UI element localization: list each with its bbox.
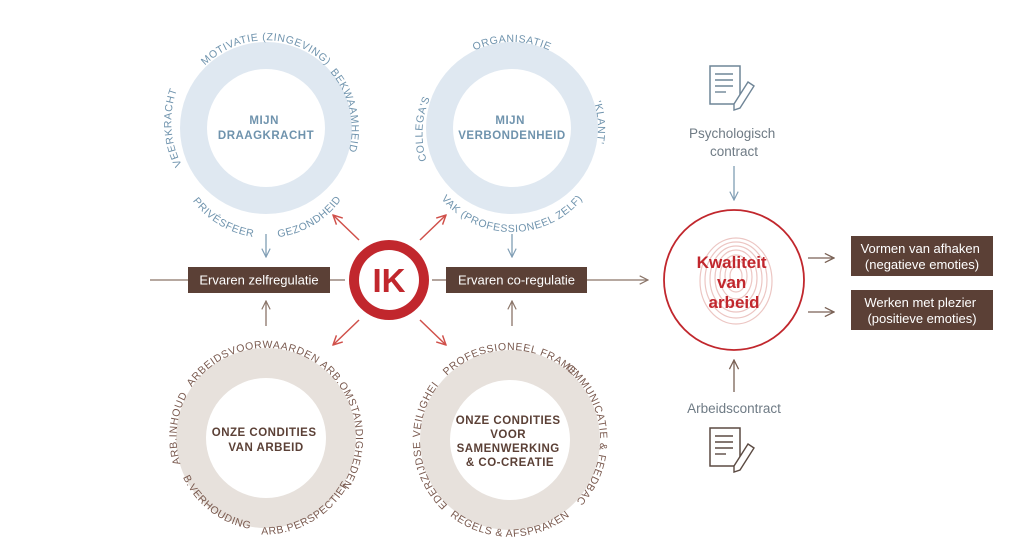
kwaliteit-label: Kwaliteit van arbeid — [697, 253, 772, 312]
box-plezier: Werken met plezier (positieve emoties) — [851, 290, 993, 330]
kwaliteit-circle: Kwaliteit van arbeid — [663, 209, 805, 351]
ik-circle: IK — [349, 240, 429, 320]
arbeidscontract-label: Arbeidscontract — [687, 401, 781, 416]
fingerprint-icon — [699, 237, 773, 325]
ring-center-title: ONZE CONDITIES VOOR SAMENWERKING & CO-CR… — [456, 415, 564, 469]
arrow-ik — [419, 319, 446, 345]
svg-text:Ervaren zelfregulatie: Ervaren zelfregulatie — [199, 273, 318, 288]
ik-label: IK — [373, 262, 406, 299]
box-zelfregulatie: Ervaren zelfregulatie — [188, 267, 330, 293]
document-pen-icon — [709, 65, 755, 111]
ring-verbondenheid: ORGANISATIE 'KLANT' VAK (PROFESSIONEEL Z… — [413, 33, 606, 235]
svg-text:Vormen van afhaken (nega: Vormen van afhaken (negatieve emoties) — [861, 241, 984, 272]
box-afhaken: Vormen van afhaken (negatieve emoties) — [851, 236, 993, 276]
arrow-ik — [333, 319, 360, 345]
svg-text:Ervaren co-regulatie: Ervaren co-regulatie — [458, 273, 575, 288]
arrow-ik — [333, 215, 360, 241]
ring-draagkracht: MOTIVATIE (ZINGEVING) BEKWAAMHEID PRIVÉS… — [162, 31, 360, 240]
arrow-ik — [419, 215, 446, 241]
svg-text:Werken met plezier (posi: Werken met plezier (positieve emoties) — [864, 295, 979, 326]
psychologisch-contract-label: Psychologisch contract — [689, 126, 779, 159]
document-pen-icon — [709, 427, 755, 473]
ring-center-title: MIJN DRAAGKRACHT — [218, 115, 314, 142]
box-coregulatie: Ervaren co-regulatie — [446, 267, 587, 293]
ring-center-title: ONZE CONDITIES VAN ARBEID — [212, 427, 320, 454]
ring-center-title: MIJN VERBONDENHEID — [458, 115, 565, 142]
